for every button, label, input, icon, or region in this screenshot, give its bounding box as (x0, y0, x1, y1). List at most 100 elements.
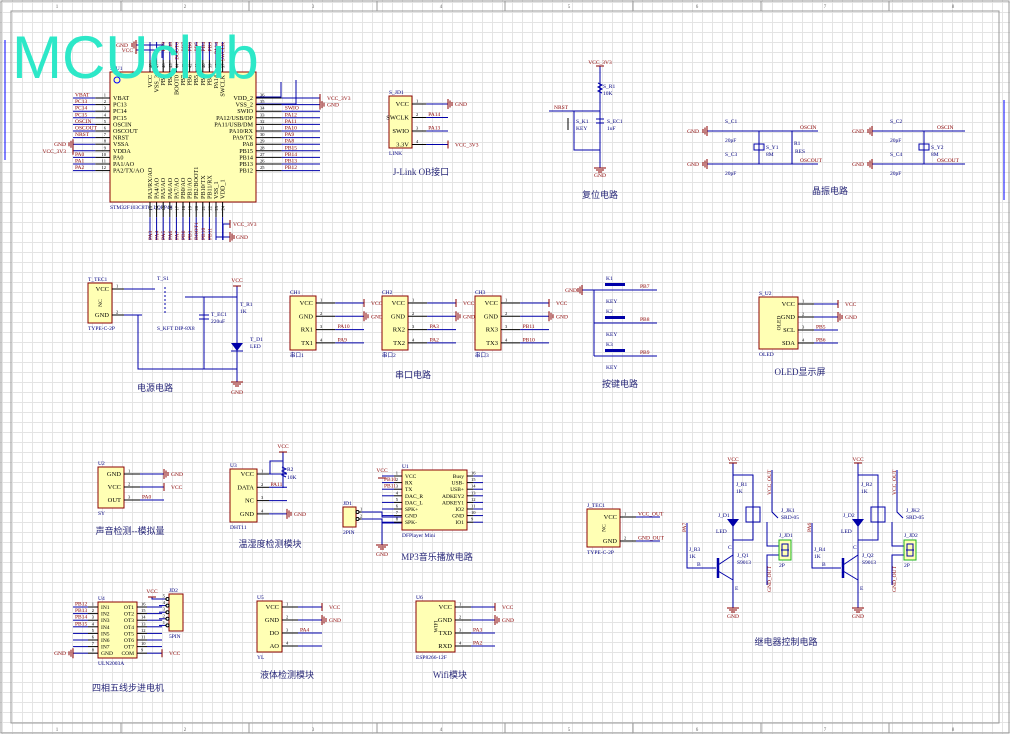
label-keys-k1: K1 (606, 276, 613, 282)
pin-name: VCC (266, 604, 279, 611)
pin-name: VCC (300, 300, 313, 307)
net-label: GND (463, 314, 475, 320)
net-label: PB5 (194, 42, 200, 52)
pin-name: OSCOUT (113, 128, 138, 135)
section-title-stepper: 四相五线步进电机 (92, 682, 164, 693)
ground-icon (321, 615, 327, 625)
pin-name: VDDA (113, 148, 131, 155)
label-power-vcc: VCC (231, 278, 243, 284)
label-relay2-r3: J_R4 (814, 547, 826, 553)
net-label: PA3 (148, 230, 154, 240)
pin-number: 10 (471, 510, 476, 515)
net-label: GND (236, 235, 248, 241)
pin-number: 1 (459, 602, 461, 607)
label-keys-k1n: PB7 (640, 284, 650, 290)
pin-name: VCC (241, 471, 254, 478)
designator: S_U2 (759, 291, 772, 297)
section-title-power: 电源电路 (137, 382, 173, 393)
designator: T_TEC1 (88, 277, 107, 283)
pin-number: 11 (141, 635, 145, 640)
designator: S_U1 (110, 66, 123, 72)
part-label: TYPE-C-2P (587, 550, 614, 556)
label-keys-gnd: GND (565, 288, 577, 294)
net-label: PB4 (201, 42, 207, 52)
designator: U3 (230, 463, 237, 469)
pin-number: 15 (141, 608, 146, 613)
pin-number: 2 (412, 311, 414, 316)
pin-2: 2 (355, 514, 370, 521)
net-label: PB15 (285, 145, 297, 151)
mcuclub-logo: MCUclub (12, 24, 259, 91)
pin-name: PA2/TX/AO (113, 168, 145, 175)
pin-number: 34 (260, 106, 265, 111)
pin-number: 14 (471, 484, 476, 489)
ground-icon (852, 607, 864, 613)
ground-icon (376, 544, 388, 550)
column-label-top: 3 (312, 5, 315, 10)
pin-number: 22 (207, 206, 212, 211)
label-relay2-c: C (853, 545, 857, 551)
pin-name: GND (484, 313, 498, 320)
relay-output-header (903, 539, 917, 561)
label-relay1-b: B (697, 562, 701, 568)
pin-number: 1 (505, 298, 507, 303)
part-label: 串口3 (475, 352, 489, 359)
label-relay2-vcc: VCC (852, 457, 864, 463)
designator: S_JD1 (389, 90, 404, 96)
section-title-wifi: Wifi模块 (433, 669, 467, 680)
ground-icon (447, 99, 453, 109)
pin-number: 3 (286, 628, 289, 633)
pin-number: 1 (396, 471, 398, 476)
label-relay1-r3: J_R3 (689, 547, 701, 553)
pin-number: 15 (161, 205, 166, 210)
net-label: VCC (556, 301, 568, 307)
pin-name: VBAT (113, 95, 129, 102)
pin-VDD_1: VDD_124 (220, 179, 227, 240)
chip-body (758, 296, 799, 350)
column-label-top: 4 (440, 5, 443, 10)
net-label: VBAT (75, 93, 90, 99)
label-relay2-q1v: S9013 (862, 560, 876, 566)
pin-number: 7 (104, 132, 107, 137)
pin-number: 5 (163, 594, 166, 599)
net-label: PB13 (75, 608, 87, 614)
label-power-r1: T_R1 (240, 302, 253, 308)
pin-1: 1 (355, 507, 370, 514)
pin-number: 3 (416, 126, 419, 131)
part-label: YL (257, 655, 265, 661)
label-relay1-gout: GND_OUT (767, 565, 773, 592)
chip-body (381, 295, 409, 351)
net-label: PC14 (75, 106, 87, 112)
label-relay2-d1: J_D2 (843, 513, 855, 519)
ground-icon (702, 126, 708, 136)
net-label: PB0 (181, 230, 187, 240)
pin-number: 1 (412, 298, 414, 303)
pin-name: VCC (405, 474, 417, 480)
pin-name: SWIO (237, 108, 253, 115)
pin-name: PA4/AO (154, 177, 161, 199)
label-power-gnd: GND (231, 390, 243, 396)
pin-number: 1 (92, 602, 94, 607)
net-label: PB8 (168, 42, 174, 52)
pin-number: 28 (260, 145, 265, 150)
net-label: GND (294, 512, 306, 518)
